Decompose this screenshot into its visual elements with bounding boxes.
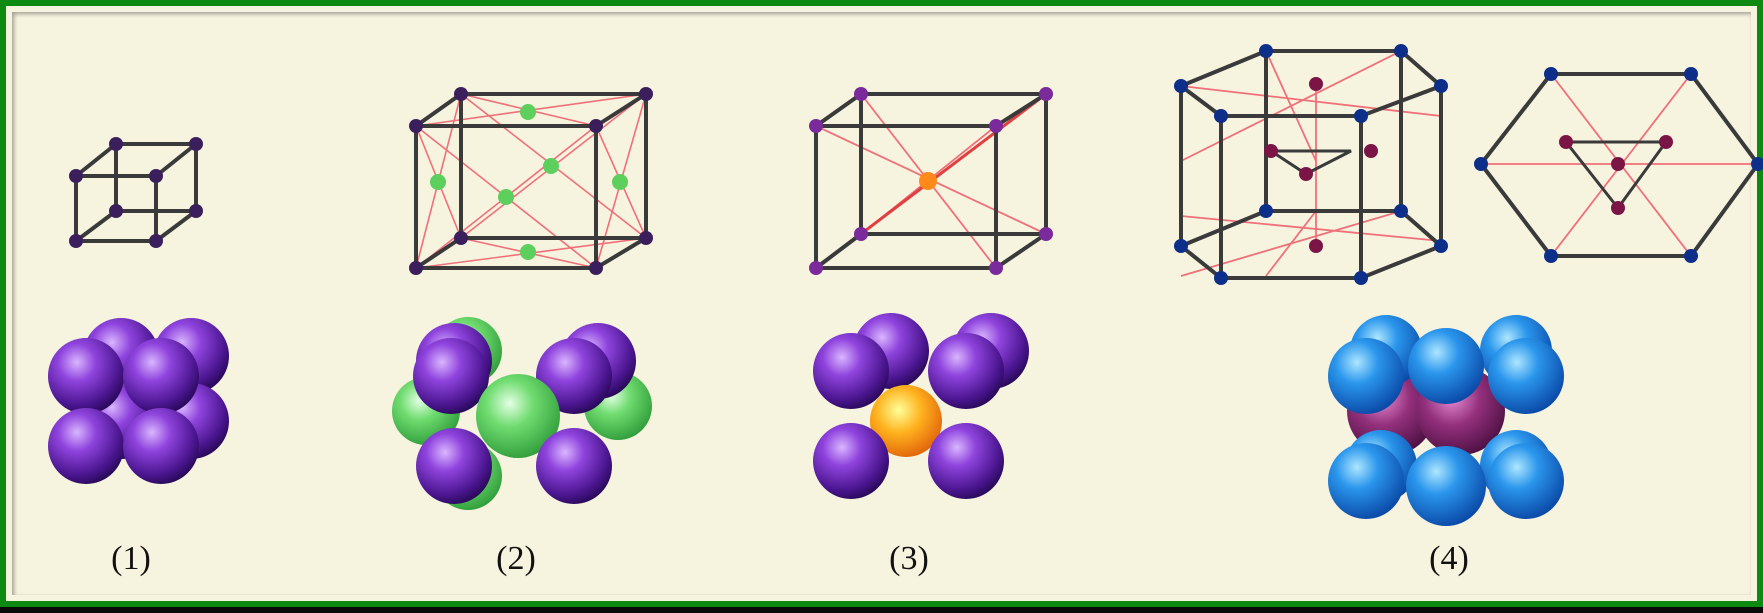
simple-cubic-frame-icon: [69, 137, 203, 248]
label-3: (3): [889, 540, 929, 577]
label-1: (1): [111, 540, 151, 577]
hexagonal-top-view-icon: [1474, 67, 1763, 263]
body-centered-cubic-frame-icon: [809, 87, 1053, 275]
hexagonal-close-packed-packing-icon: [1328, 315, 1564, 526]
body-centered-cubic-packing-icon: [813, 313, 1029, 499]
face-centered-cubic-frame-icon: [409, 87, 653, 275]
crystal-structures-diagram: [48, 44, 1763, 526]
face-centered-cubic-packing-icon: [392, 317, 652, 510]
label-4: (4): [1429, 540, 1469, 577]
simple-cubic-packing-icon: [48, 318, 229, 484]
hexagonal-close-packed-frame-icon: [1174, 44, 1448, 285]
label-2: (2): [496, 540, 536, 577]
